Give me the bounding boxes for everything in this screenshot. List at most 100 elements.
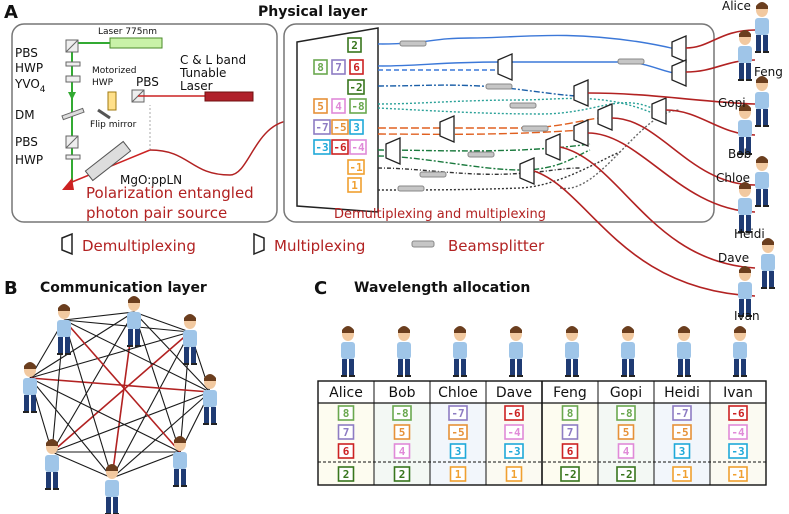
node-ivan-icon xyxy=(105,464,119,514)
motorized-hwp-icon xyxy=(107,91,117,111)
flip-mirror-label: Flip mirror xyxy=(90,120,137,130)
table-cell-chip-frame xyxy=(504,405,524,421)
tunable-label-1: C & L band xyxy=(180,53,246,67)
legend-bs-label: Beamsplitter xyxy=(448,237,545,255)
demux-chip-frame xyxy=(347,159,365,175)
table-header: Ivan xyxy=(723,385,753,401)
table-cell-chip: 3 xyxy=(449,443,467,459)
demux-chip-frame xyxy=(331,59,346,75)
table-cell-chip-frame xyxy=(337,405,355,421)
table-person-icon xyxy=(565,326,579,377)
hwp-top-label: HWP xyxy=(15,61,43,75)
demux-chip-frame xyxy=(347,177,362,193)
table-cell-chip-frame xyxy=(392,405,412,421)
table-person-icon xyxy=(677,326,691,377)
table-cell-chip-frame xyxy=(448,405,468,421)
mux-icon xyxy=(651,97,667,125)
dm-label: DM xyxy=(15,108,35,122)
demux-chip-label: 8 xyxy=(317,61,324,74)
demux-chip: -1 xyxy=(347,159,365,175)
table-cell-chip-label: 6 xyxy=(343,445,350,458)
table-cell-chip-label: -6 xyxy=(731,407,745,420)
user-label-bob: Bob xyxy=(728,147,751,161)
table-cell-chip-frame xyxy=(505,466,523,482)
node-bob-icon xyxy=(203,374,217,425)
ppln-crystal-icon xyxy=(84,140,132,182)
table-cell-chip-frame xyxy=(337,443,355,459)
graph-edge xyxy=(111,451,181,479)
demux-chip-frame xyxy=(347,79,365,95)
table-cell-chip-frame xyxy=(561,443,579,459)
graph-edge xyxy=(51,451,113,479)
table-cell-chip: -1 xyxy=(728,466,748,482)
table-cell-chip-frame xyxy=(504,424,524,440)
table-cell-chip-label: 2 xyxy=(399,468,406,481)
table-cell-chip: -3 xyxy=(728,443,748,459)
beamsplitter-icon xyxy=(467,151,495,158)
demux-chip-frame xyxy=(313,59,328,75)
table-cell-chip-frame xyxy=(337,424,355,440)
person-gopi-icon xyxy=(755,76,769,127)
table-cell-chip: 4 xyxy=(393,443,411,459)
mux-icon xyxy=(519,157,535,185)
node-feng-icon xyxy=(57,304,71,355)
source-output-fiber xyxy=(149,119,296,176)
mux-icon xyxy=(573,79,589,107)
person-dave-icon xyxy=(761,238,775,289)
graph-edge xyxy=(133,311,191,333)
node-chloe-icon xyxy=(173,436,187,487)
table-header: Bob xyxy=(388,385,415,401)
table-people xyxy=(341,326,747,377)
demux-chip: -8 xyxy=(349,98,367,114)
table-cell-chip: 1 xyxy=(505,466,523,482)
table-cell-chip: 6 xyxy=(337,443,355,459)
demux-chip-frame xyxy=(349,98,367,114)
demux-chip: 4 xyxy=(331,98,346,114)
demux-chip-label: 7 xyxy=(335,61,342,74)
table-cell-chip: -5 xyxy=(448,424,468,440)
demux-chip-frame xyxy=(331,98,346,114)
demux-chip-label: -6 xyxy=(333,141,347,154)
source-caption-2: photon pair source xyxy=(86,204,227,222)
demux-chip-frame xyxy=(349,119,364,135)
table-cell-chip-label: 6 xyxy=(567,445,574,458)
table-cell-chip-label: 8 xyxy=(567,407,574,420)
table-header: Heidi xyxy=(664,385,700,401)
table-cell-chip: -7 xyxy=(672,405,692,421)
table-cell-chip-label: -2 xyxy=(563,468,576,481)
hwp-bottom-label: HWP xyxy=(15,153,43,167)
demux-chip-label: -7 xyxy=(315,121,328,134)
demux-chip: 8 xyxy=(313,59,328,75)
table-cell-chip: 8 xyxy=(337,405,355,421)
mux-demux-units xyxy=(385,35,687,185)
beamsplitter-icon xyxy=(509,102,537,109)
table-cell-chip: -2 xyxy=(560,466,580,482)
mux-icon xyxy=(671,59,687,87)
user-label-alice: Alice xyxy=(722,0,751,13)
panel-a-title: Physical layer xyxy=(258,4,367,20)
person-chloe-icon xyxy=(755,156,769,207)
table-cell-chip-frame xyxy=(617,443,635,459)
table-cell-chip: -6 xyxy=(504,405,524,421)
table-cell-chip: 7 xyxy=(561,424,579,440)
table-cell-chip-label: -3 xyxy=(731,445,744,458)
demux-chip-label: 3 xyxy=(353,121,360,134)
graph-edge-red xyxy=(29,377,211,393)
demux-chip: 7 xyxy=(331,59,346,75)
table-cell-chip-label: -5 xyxy=(675,426,688,439)
table-cell-chip-label: -2 xyxy=(619,468,632,481)
tunable-laser-icon xyxy=(204,91,254,102)
demux-chip-frame xyxy=(349,139,367,155)
demux-chip-label: -8 xyxy=(351,100,364,113)
pbs-top-label: PBS xyxy=(15,46,38,60)
graph-edge xyxy=(29,311,135,379)
demux-chip: 3 xyxy=(349,119,364,135)
mux-icon xyxy=(573,119,589,147)
table-cell-chip-label: 4 xyxy=(399,445,406,458)
demux-chip-label: -4 xyxy=(351,141,365,154)
graph-edge xyxy=(111,331,191,479)
table-cell-chip-frame xyxy=(672,405,692,421)
table-cell-chip-frame xyxy=(561,424,579,440)
graph-edge xyxy=(29,377,113,479)
